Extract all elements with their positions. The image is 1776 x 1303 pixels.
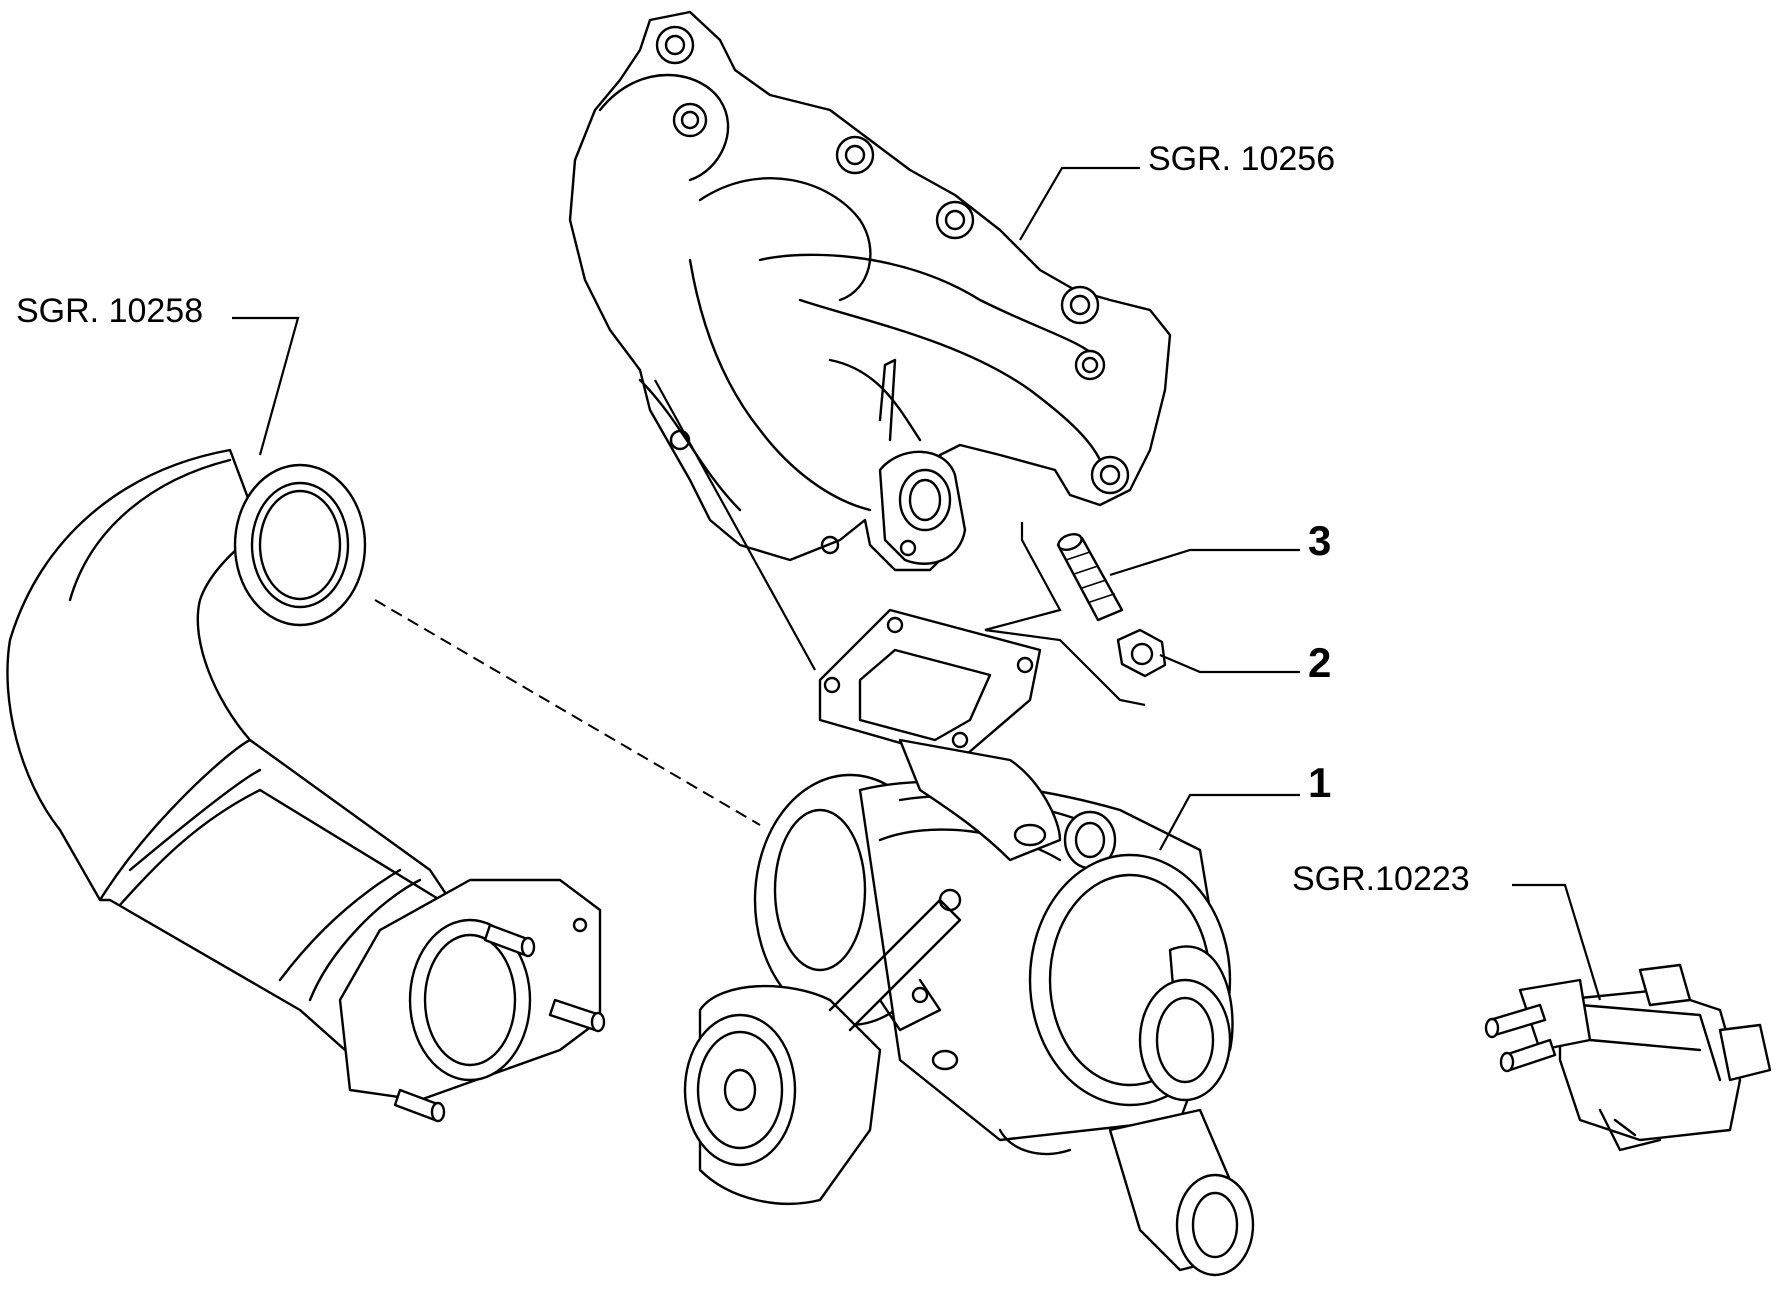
catalytic-pipe <box>6 448 606 1123</box>
part-number-3: 3 <box>1308 517 1332 564</box>
gasket <box>818 608 1042 762</box>
ref-label-catalytic-pipe: SGR. 10258 <box>16 292 204 330</box>
stud-part <box>1056 533 1124 622</box>
nut-part <box>1116 628 1167 678</box>
ref-label-solenoid-valve: SGR.10223 <box>1292 860 1470 898</box>
part-number-2: 2 <box>1308 639 1332 686</box>
exhaust-manifold <box>568 10 1172 572</box>
turbocharger <box>683 738 1255 1277</box>
solenoid-valve <box>1484 963 1772 1152</box>
part-number-1: 1 <box>1308 759 1332 806</box>
ref-label-exhaust-manifold: SGR. 10256 <box>1148 140 1336 178</box>
